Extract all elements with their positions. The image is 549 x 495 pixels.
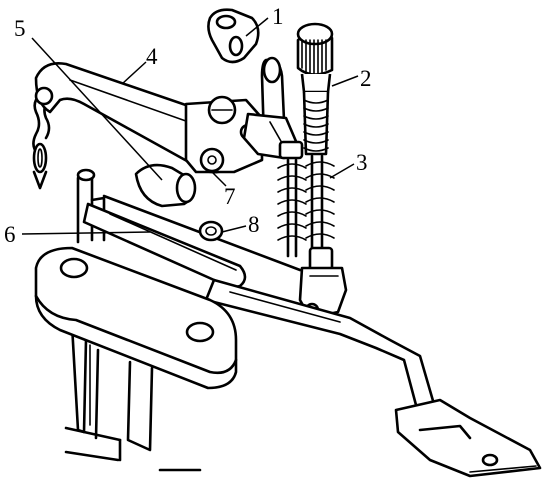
chain-hook	[32, 93, 51, 190]
leader-6	[21, 231, 151, 235]
label-8: 8	[248, 212, 260, 237]
presser-foot	[394, 398, 542, 478]
spring-3	[277, 140, 335, 274]
label-4: 4	[146, 44, 158, 69]
cam-5	[134, 163, 197, 208]
washer-8	[198, 220, 224, 242]
leader-8	[221, 225, 247, 233]
label-5: 5	[14, 16, 26, 41]
leader-2	[331, 75, 359, 87]
leader-7	[211, 171, 227, 187]
adjusting-screw-2	[296, 22, 334, 156]
leader-3	[329, 163, 355, 179]
label-3: 3	[356, 150, 368, 175]
label-1: 1	[272, 4, 284, 29]
leader-1	[245, 17, 269, 37]
label-7: 7	[224, 184, 236, 209]
base-plate	[34, 246, 238, 390]
leader-4	[121, 61, 147, 85]
label-2: 2	[360, 66, 372, 91]
frame-legs	[64, 323, 202, 472]
label-6: 6	[4, 222, 16, 247]
labels: 1 2 3 4 5 6 7 8	[4, 4, 372, 247]
leader-lines	[21, 17, 359, 235]
leader-5	[31, 37, 163, 181]
